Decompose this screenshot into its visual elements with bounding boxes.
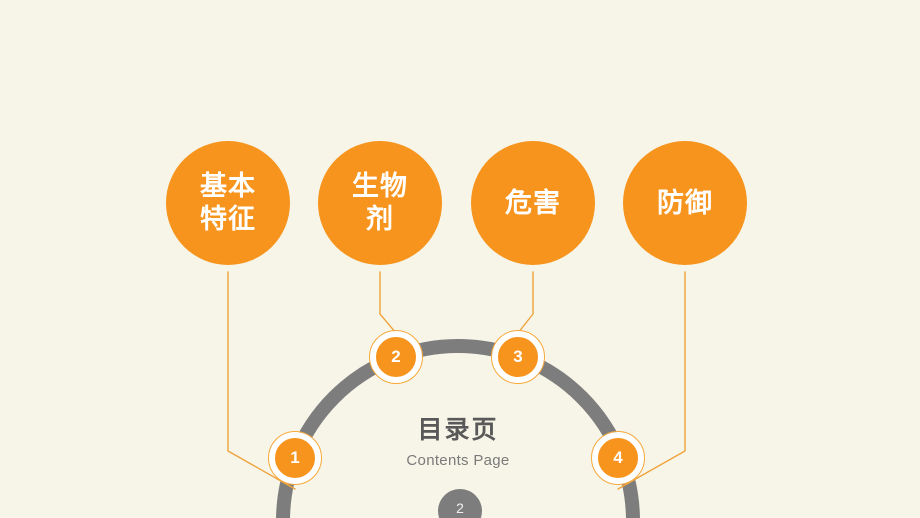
topic-circle-4-label: 防御: [657, 187, 713, 218]
topic-circle-2[interactable]: 生物 剂: [318, 141, 442, 265]
page-number-text: 2: [456, 500, 464, 516]
topic-circle-1-label: 基本 特征: [200, 171, 256, 234]
step-badge-2[interactable]: 2: [369, 330, 423, 384]
topic-circle-3-label: 危害: [505, 187, 561, 218]
topic-circle-3[interactable]: 危害: [471, 141, 595, 265]
topic-circle-4[interactable]: 防御: [623, 141, 747, 265]
step-badge-4-number: 4: [613, 448, 623, 467]
step-badge-2-number: 2: [391, 347, 401, 366]
center-heading-block: 目录页 Contents Page: [358, 415, 558, 469]
topic-circle-1[interactable]: 基本 特征: [166, 141, 290, 265]
step-badge-1[interactable]: 1: [268, 431, 322, 485]
connector-line-2: [379, 271, 397, 334]
step-badge-1-number: 1: [290, 448, 300, 467]
page-number-bubble: 2: [438, 489, 482, 518]
page-title: 目录页: [417, 416, 499, 444]
gray-ring: [276, 339, 640, 518]
connector-line-3: [517, 271, 534, 334]
connector-line-4: [617, 271, 686, 490]
step-badge-3[interactable]: 3: [491, 330, 545, 384]
connector-line-1: [227, 271, 296, 490]
page-subtitle: Contents Page: [406, 452, 510, 469]
step-badge-4[interactable]: 4: [591, 431, 645, 485]
step-badge-3-number: 3: [513, 347, 523, 366]
topic-circle-2-label: 生物 剂: [352, 171, 408, 234]
